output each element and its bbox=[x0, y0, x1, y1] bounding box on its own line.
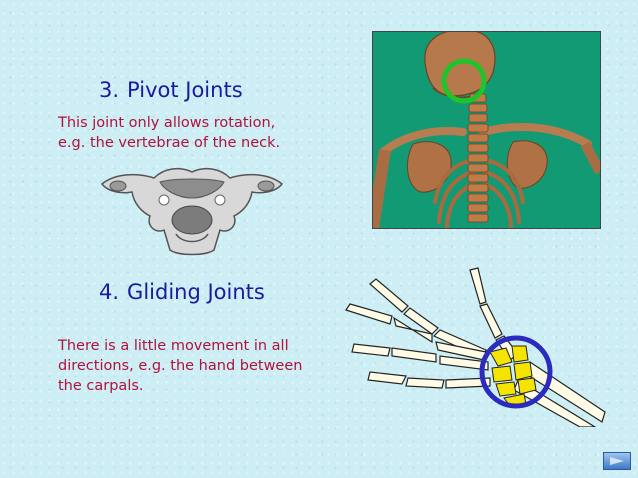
neck-skeleton-illustration bbox=[372, 31, 601, 229]
pivot-joints-description: This joint only allows rotation, e.g. th… bbox=[58, 115, 281, 151]
hand-skeleton-illustration bbox=[340, 262, 610, 428]
pivot-joints-heading: 3. Pivot Joints bbox=[99, 78, 243, 102]
pivot-joints-title: Pivot Joints bbox=[127, 78, 243, 102]
gliding-joints-title: Gliding Joints bbox=[127, 280, 265, 304]
gliding-joints-description: There is a little movement in all direct… bbox=[58, 338, 303, 394]
next-slide-button[interactable] bbox=[603, 452, 631, 470]
gliding-joints-number: 4. bbox=[99, 280, 120, 304]
next-slide-icon bbox=[604, 453, 630, 469]
gliding-joints-heading: 4. Gliding Joints bbox=[99, 280, 265, 304]
pivot-joints-number: 3. bbox=[99, 78, 120, 102]
pivot-joint-highlight-circle bbox=[441, 58, 487, 104]
cervical-vertebra-illustration bbox=[96, 160, 288, 260]
gliding-joint-highlight-circle bbox=[479, 335, 553, 409]
